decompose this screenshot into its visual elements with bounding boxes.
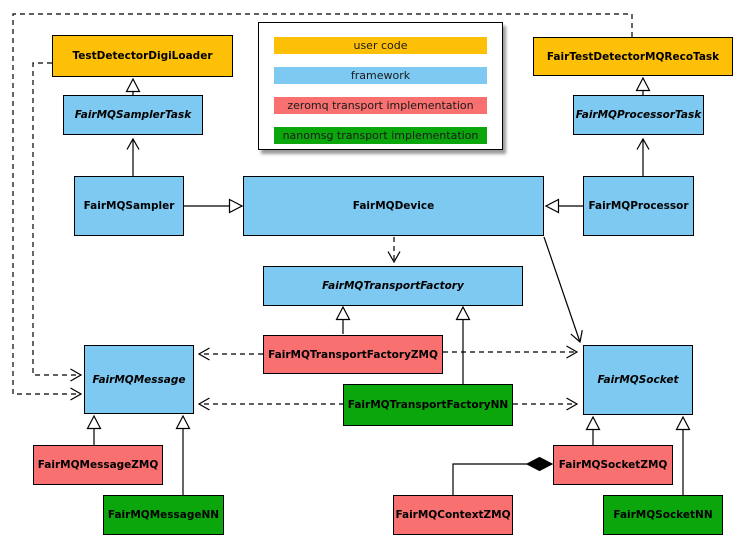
node-fairmq-transport-factory: FairMQTransportFactory <box>263 266 523 306</box>
node-fairmq-sampler-task: FairMQSamplerTask <box>63 95 203 135</box>
legend-item-framework: framework <box>274 67 487 84</box>
legend-item-user-code: user code <box>274 37 487 54</box>
node-fairmq-transport-factory-nn: FairMQTransportFactoryNN <box>343 384 513 426</box>
node-fairmq-socket-nn: FairMQSocketNN <box>603 495 723 535</box>
node-fairmq-sampler: FairMQSampler <box>74 176 184 236</box>
legend-item-zeromq: zeromq transport implementation <box>274 97 487 114</box>
node-fairmq-device: FairMQDevice <box>243 176 544 236</box>
edge-device-to-socket <box>543 236 583 344</box>
node-fairmq-processor-task: FairMQProcessorTask <box>573 95 704 135</box>
composition-diamond-icon <box>525 456 554 472</box>
node-fairmq-context-zmq: FairMQContextZMQ <box>393 495 513 535</box>
node-fairmq-message: FairMQMessage <box>84 345 194 414</box>
node-fairmq-socket: FairMQSocket <box>583 345 693 415</box>
edge-contextzmq-to-socketzmq <box>452 463 527 495</box>
legend-box: user code framework zeromq transport imp… <box>258 22 503 150</box>
node-fairmq-message-nn: FairMQMessageNN <box>103 495 224 535</box>
node-test-detector-digi-loader: TestDetectorDigiLoader <box>52 35 233 77</box>
node-fairmq-transport-factory-zmq: FairMQTransportFactoryZMQ <box>263 335 443 374</box>
legend-item-nanomsg: nanomsg transport implementation <box>274 127 487 144</box>
node-fairmq-socket-zmq: FairMQSocketZMQ <box>553 445 673 485</box>
node-fairmq-processor: FairMQProcessor <box>583 176 694 236</box>
node-fairmq-message-zmq: FairMQMessageZMQ <box>33 445 163 485</box>
node-fair-test-detector-mq-reco-task: FairTestDetectorMQRecoTask <box>533 37 733 76</box>
